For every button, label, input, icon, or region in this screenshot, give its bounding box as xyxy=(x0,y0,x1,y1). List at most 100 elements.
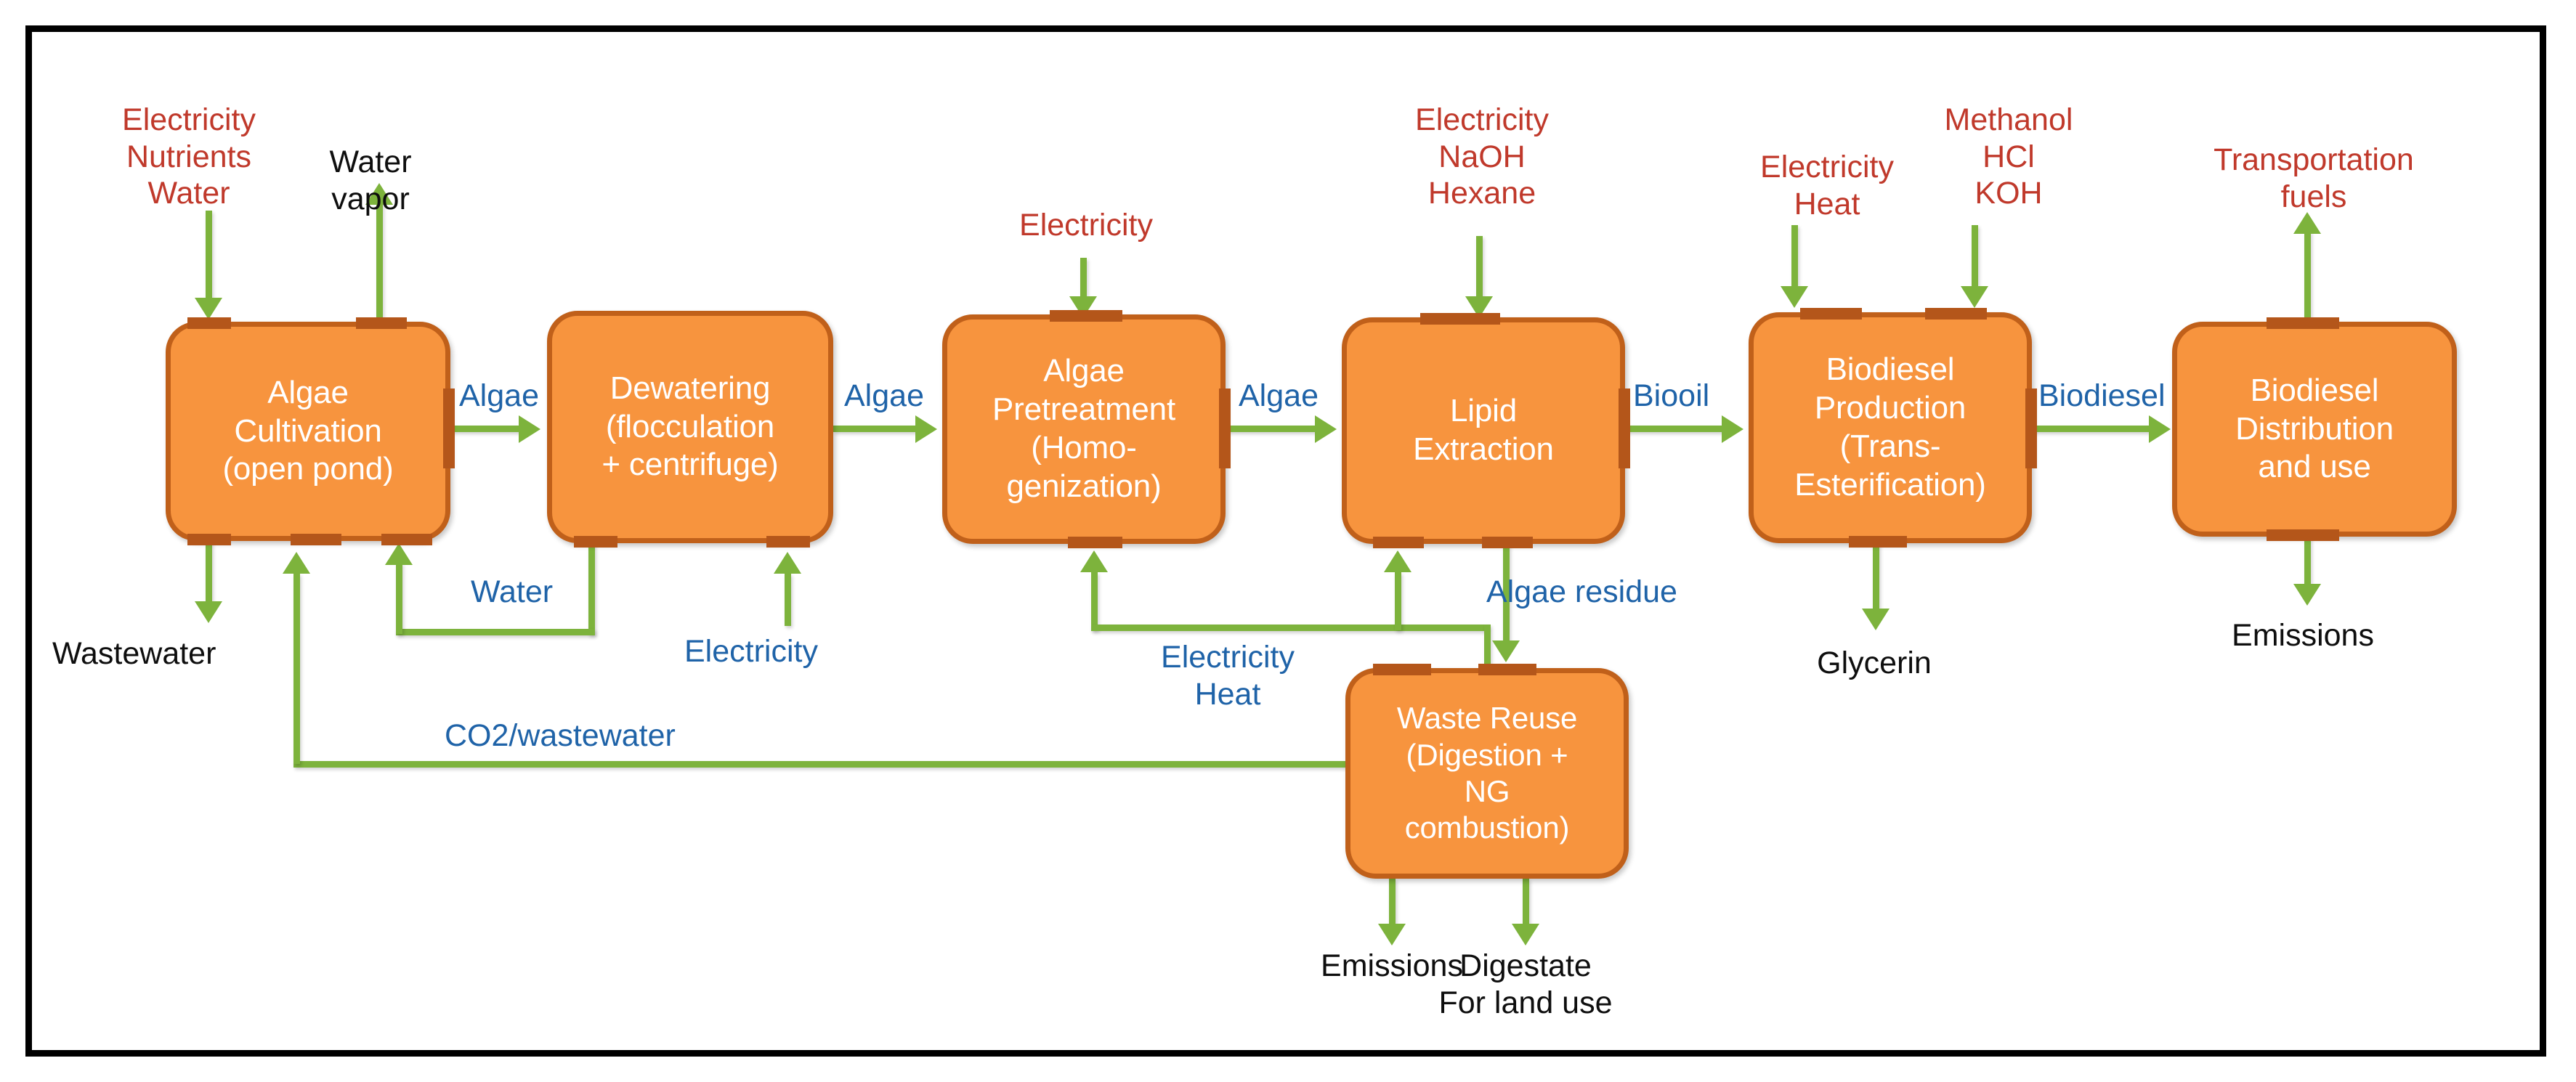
box-nub xyxy=(1068,537,1122,548)
output-label-glycerin: Glycerin xyxy=(1817,646,1932,680)
arrow-line-co2-wastewater xyxy=(293,761,1347,768)
arrow-line-algae-1 xyxy=(450,426,523,432)
input-label-extraction: Electricity NaOH Hexane xyxy=(1415,102,1549,211)
box-nub xyxy=(2267,317,2339,329)
stream-label-water-recycle: Water xyxy=(471,574,554,609)
box-line: Cultivation xyxy=(234,412,382,449)
stream-label-co2-wastewater: CO2/wastewater xyxy=(445,718,676,753)
stream-label-biooil: Biooil xyxy=(1633,378,1710,413)
box-nub xyxy=(1482,537,1533,548)
box-nub xyxy=(1478,664,1536,675)
arrow-head-algae-2 xyxy=(915,415,937,443)
box-nub xyxy=(381,534,432,545)
arrow-line-electricity-heat-extraction-riser xyxy=(1395,572,1401,630)
arrow-head-co2-wastewater xyxy=(283,552,310,574)
box-nub xyxy=(1373,664,1431,675)
arrow-line-water-recycle-across xyxy=(396,629,595,635)
box-nub xyxy=(187,317,231,329)
arrow-head-emissions-waste xyxy=(1378,924,1406,945)
input-label-cultivation: Electricity Nutrients Water xyxy=(122,102,256,211)
arrow-head-algae-3 xyxy=(1315,415,1337,443)
arrow-line-transportation-fuels xyxy=(2304,231,2311,324)
arrow-line-electricity-dewatering xyxy=(785,574,791,626)
arrow-head-electricity-dewatering xyxy=(774,552,801,574)
process-box-lipid-extraction[interactable]: Lipid Extraction xyxy=(1342,317,1625,544)
arrow-line-glycerin xyxy=(1873,543,1879,613)
box-line: Biodiesel xyxy=(1826,351,1955,388)
box-nub xyxy=(2267,529,2339,541)
box-nub xyxy=(291,534,341,545)
arrow-line-emissions-waste xyxy=(1389,879,1396,928)
stream-label-algae-2: Algae xyxy=(844,378,924,413)
arrow-head-glycerin xyxy=(1862,609,1890,630)
output-label-transportation-fuels: Transportation fuels xyxy=(2214,142,2414,214)
box-line: Waste Reuse xyxy=(1396,701,1578,736)
arrow-head-digestate xyxy=(1512,924,1539,945)
stream-label-algae-3: Algae xyxy=(1239,378,1319,413)
box-nub xyxy=(1619,389,1630,468)
arrow-head-production-energy xyxy=(1781,286,1808,308)
arrow-head-biooil xyxy=(1722,415,1743,443)
input-label-production-energy: Electricity Heat xyxy=(1760,150,1894,221)
arrow-line-digestate xyxy=(1523,879,1529,928)
box-line: (flocculation xyxy=(605,408,775,444)
process-box-waste-reuse[interactable]: Waste Reuse (Digestion + NG combustion) xyxy=(1345,668,1629,879)
arrow-line-cultivation-input xyxy=(206,211,212,304)
output-label-emissions-biodiesel: Emissions xyxy=(2232,618,2374,653)
output-label-digestate: Digestate For land use xyxy=(1438,948,1613,1020)
box-line: + centrifuge) xyxy=(602,447,779,483)
arrow-line-algae-3 xyxy=(1226,426,1320,432)
process-box-biodiesel-distribution[interactable]: Biodiesel Distribution and use xyxy=(2172,322,2457,537)
arrow-line-water-recycle-up xyxy=(396,563,402,634)
box-nub xyxy=(766,536,810,548)
output-label-wastewater: Wastewater xyxy=(52,636,216,671)
box-line: Production xyxy=(1814,390,1967,426)
box-nub xyxy=(2025,389,2037,468)
box-line: Distribution xyxy=(2235,410,2394,447)
box-nub xyxy=(1373,537,1424,548)
arrow-line-extraction-input xyxy=(1476,236,1483,303)
arrow-line-pretreatment-electricity xyxy=(1080,258,1087,303)
process-box-algae-pretreatment[interactable]: Algae Pretreatment (Homo- genization) xyxy=(942,314,1226,544)
arrow-head-biodiesel xyxy=(2149,415,2171,443)
box-line: Pretreatment xyxy=(992,391,1175,428)
arrow-head-emissions-biodiesel xyxy=(2293,584,2321,606)
arrow-line-production-energy xyxy=(1791,225,1798,292)
box-line: Dewatering xyxy=(609,370,771,406)
diagram-frame xyxy=(25,25,2546,1057)
process-box-dewatering[interactable]: Dewatering (flocculation + centrifuge) xyxy=(547,311,833,543)
box-nub xyxy=(443,389,455,468)
box-line: Biodiesel xyxy=(2250,372,2379,408)
arrow-head-electricity-heat-pretreatment xyxy=(1080,550,1108,572)
output-label-water-vapor: Water vapor xyxy=(329,145,412,216)
arrow-line-co2-wastewater-riser xyxy=(293,574,300,764)
box-nub xyxy=(1800,308,1862,320)
arrow-head-water-vapor xyxy=(365,183,393,205)
stream-label-electricity-heat: Electricity Heat xyxy=(1161,640,1295,712)
box-line: (open pond) xyxy=(222,451,394,487)
box-nub xyxy=(1849,536,1907,548)
box-line: combustion) xyxy=(1404,810,1570,845)
process-box-biodiesel-production[interactable]: Biodiesel Production (Trans- Esterificat… xyxy=(1749,312,2032,543)
box-line: Algae xyxy=(267,374,349,410)
box-nub xyxy=(187,534,231,545)
stream-label-algae-1: Algae xyxy=(459,378,539,413)
arrow-line-wastewater xyxy=(206,541,212,606)
output-label-emissions-waste: Emissions xyxy=(1321,948,1463,983)
stream-label-algae-residue: Algae residue xyxy=(1486,574,1677,609)
box-nub xyxy=(1219,389,1231,468)
stream-label-biodiesel: Biodiesel xyxy=(2038,378,2166,413)
arrow-head-algae-residue xyxy=(1492,640,1520,662)
arrow-line-emissions-biodiesel xyxy=(2304,537,2311,587)
box-nub xyxy=(1925,308,1987,320)
process-box-algae-cultivation[interactable]: Algae Cultivation (open pond) xyxy=(166,322,450,541)
arrow-line-production-chemicals xyxy=(1972,225,1978,292)
box-line: (Trans- xyxy=(1839,428,1941,464)
box-line: Esterification) xyxy=(1794,466,1986,503)
box-nub xyxy=(574,536,617,548)
arrow-head-cultivation-input xyxy=(195,298,222,320)
box-line: NG xyxy=(1464,774,1510,808)
box-line: and use xyxy=(2258,449,2371,485)
arrow-head-transportation-fuels xyxy=(2293,212,2321,234)
